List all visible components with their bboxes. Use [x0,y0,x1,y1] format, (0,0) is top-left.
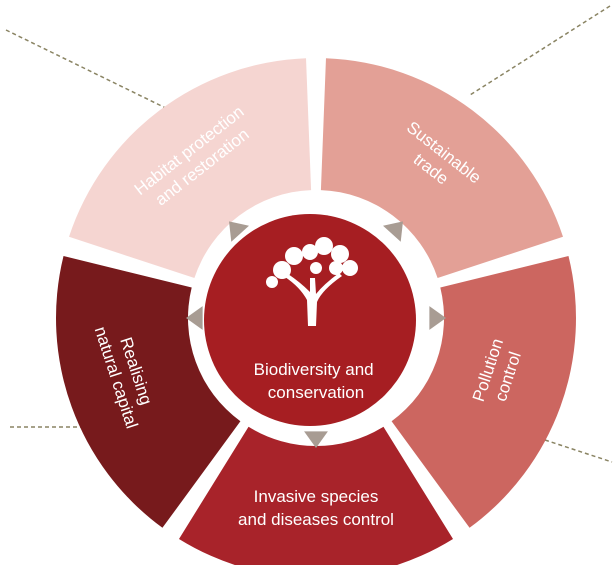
center-label-line2: conservation [268,383,364,402]
segment-invasive-species [178,426,454,565]
segment-pollution-control [391,255,576,528]
connector-top-left [5,29,181,116]
label-invasive-line1: Invasive species [254,487,379,506]
connector-top-right [469,5,611,96]
segment-natural-capital [56,255,241,528]
arrow-right [429,306,446,330]
arrow-top-left [229,221,249,242]
arrow-bottom [304,431,328,448]
connector-right [544,439,613,463]
label-invasive-line2: and diseases control [238,510,394,529]
center-label: Biodiversity and conservation [254,360,379,402]
arrow-top-right [383,221,403,242]
tree-icon [266,237,358,326]
label-invasive: Invasive species and diseases control [238,487,394,529]
segment-habitat-protection [69,58,312,279]
connector-lines [5,5,613,463]
center-label-line1: Biodiversity and [254,360,374,379]
segment-sustainable-trade [320,58,563,279]
arrow-left [186,306,203,330]
